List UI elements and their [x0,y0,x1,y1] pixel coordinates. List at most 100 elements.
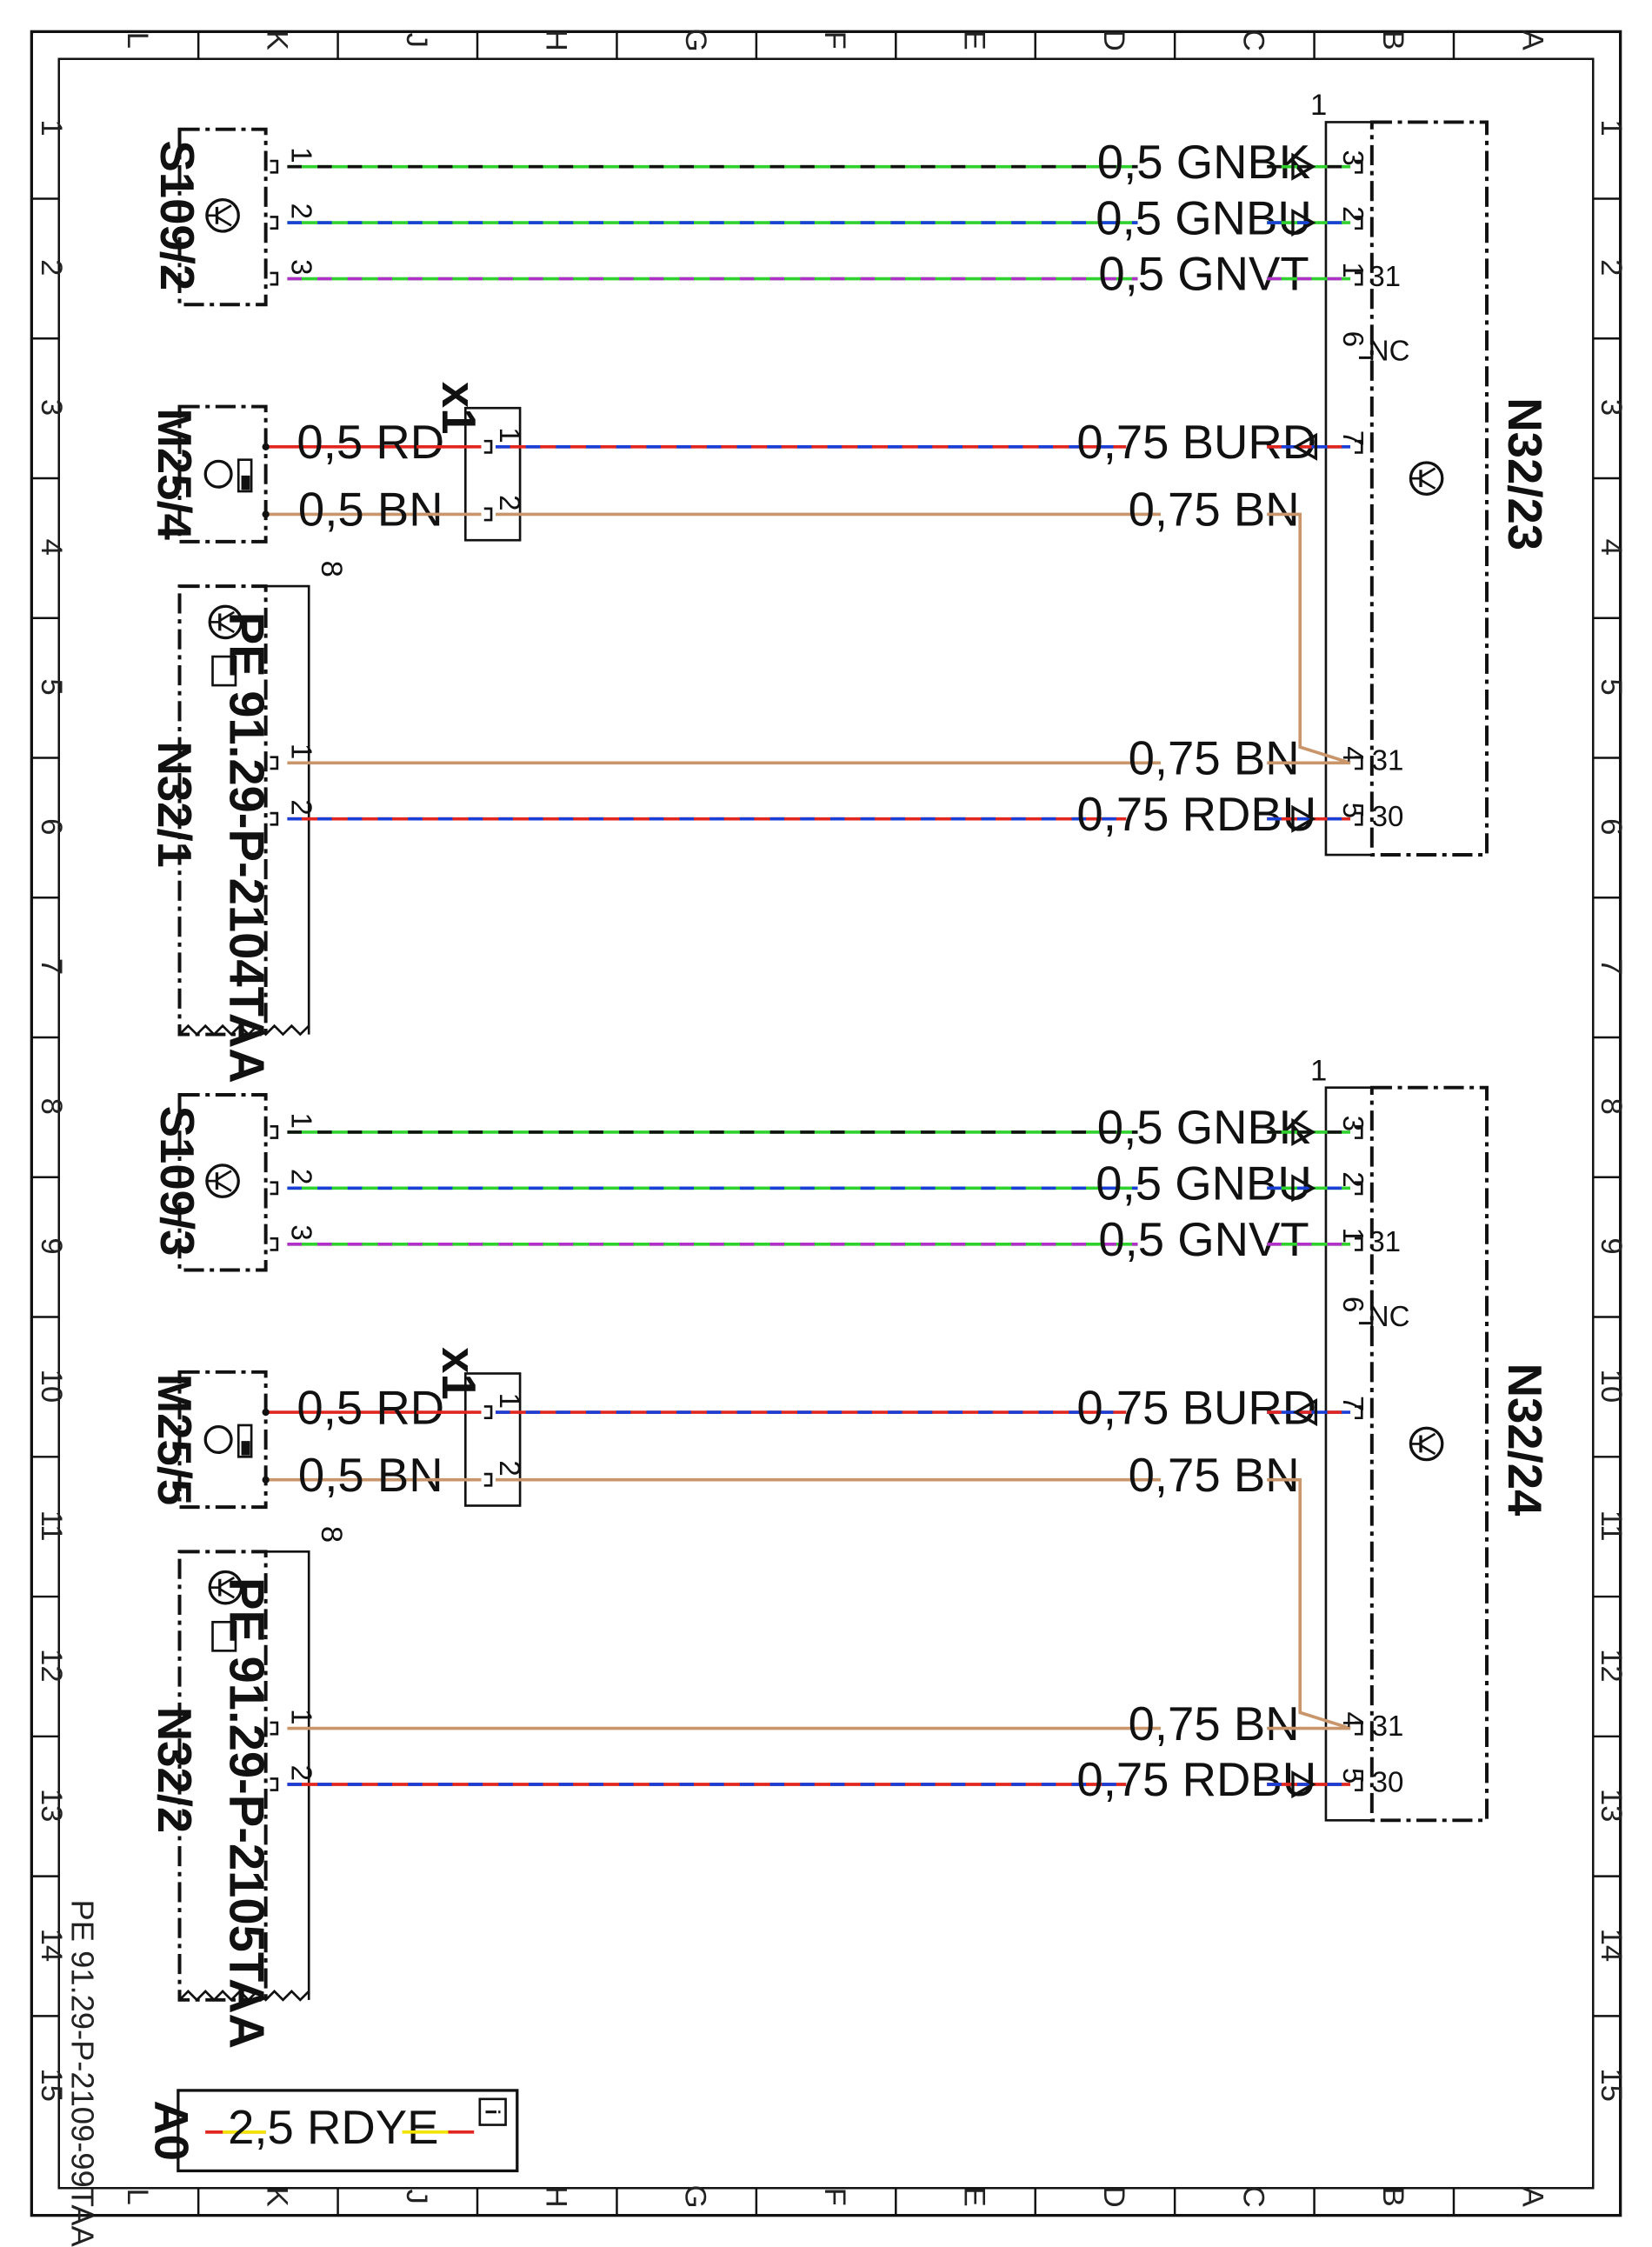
module-pin-tick [1355,1124,1363,1139]
grid-col-label-bottom: D [1097,2186,1130,2208]
module-pin-number: 4 [1336,1711,1369,1727]
grid-col-label-bottom: K [260,2187,293,2207]
wire-bn-label: 0,75 BN [1129,483,1300,537]
grid-col-label-bottom: E [958,2187,991,2207]
module-top-pin: 1 [1310,89,1327,122]
pointer-icon [211,1620,237,1652]
grid-col-label-top: L [121,32,154,49]
module-terminal: 31 [1372,745,1404,777]
seat-pin-tick [270,1721,279,1736]
grid-col-label-bottom: G [679,2185,712,2209]
inner-frame [57,57,1595,2190]
motor-pin-dot [262,1476,270,1484]
legend-box: A0 2,5 RDYE i [144,2089,519,2173]
grid-col-label-top: F [818,31,851,50]
wire-arrow [1291,152,1316,181]
module-pin-tick [1355,1237,1363,1251]
connector-x1 [463,406,522,542]
switch-pin-number: 3 [284,1224,316,1240]
switch-label: S109/2 [150,140,203,290]
module-top-pin: 1 [1310,1054,1327,1087]
grid-row-label-right: 7 [1595,958,1628,975]
grid-col-label-top: B [1376,30,1409,50]
module-label: N32/23 [1498,397,1551,550]
grid-row-label-right: 8 [1595,1098,1628,1115]
module-pin-number: 3 [1336,1116,1369,1131]
module-pin-tick [1355,271,1363,286]
grid-col-label-bottom: C [1236,2186,1269,2208]
wire-label: 0,5 GNBU [1096,191,1311,244]
grid-row-label-right: 3 [1595,399,1628,416]
grid-row-label-right: 1 [1595,119,1628,136]
grid-row-label-left: 12 [35,1649,68,1683]
grid-row-label-left: 7 [35,958,68,975]
module-pin-tick [1355,439,1363,454]
connector-pin-tick [483,507,493,522]
nc-pin-number: 6 [1336,1297,1369,1312]
legend-frame [177,2089,519,2173]
module-terminal: 31 [1369,1226,1401,1258]
switch-pin-number: 2 [284,203,316,219]
switch-pin-number: 3 [284,259,316,275]
switch-pin-tick [270,216,279,230]
legend-label: A0 [144,2100,197,2161]
wire-label: 0,5 GNVT [1098,248,1309,301]
switch-pin-tick [270,159,279,174]
grid-col-label-bottom: J [400,2190,433,2204]
seat-pin-tick [270,811,279,826]
module-pin-tick [1355,159,1363,174]
grid-row-label-left: 14 [35,1929,68,1963]
motor-wire-left-label: 0,5 RD [296,416,444,469]
grid-row-label-left: 8 [35,1098,68,1115]
module-pin-number: 2 [1336,206,1369,222]
wire-label: 0,5 GNBU [1096,1157,1311,1210]
motor-pin-dot [262,510,270,518]
module-pin-number: 7 [1336,430,1369,446]
grid-col-label-bottom: L [121,2189,154,2205]
wire-arrow [1292,1398,1318,1427]
legend-wire-label: 2,5 RDYE [228,2101,438,2154]
module-label: N32/24 [1498,1364,1551,1517]
wire-bn-tail [1267,512,1351,765]
grid-col-label-bottom: B [1376,2187,1409,2207]
nc-pin [1358,1310,1374,1325]
grid-row-label-right: 6 [1595,818,1628,835]
wire-bn-tail [1267,1477,1351,1730]
switch-pin-tick [270,271,279,286]
seat-unit-icon [208,604,243,640]
grid-row-label-left: 9 [35,1237,68,1254]
grid-row-label-right: 15 [1595,2068,1628,2102]
module-pin-tick [1355,811,1363,826]
wire-label: 0,5 GNBK [1097,1101,1310,1154]
module-icon [1409,461,1444,496]
grid-row-label-right: 5 [1595,678,1628,695]
seat-unit-ref: PE 91.29-P-2104TAA [219,612,274,1083]
module-terminal: 30 [1372,1766,1404,1798]
connector-pin-tick [483,1472,493,1487]
outer-frame [30,30,1622,2217]
grid-col-label-top: D [1097,30,1130,51]
info-icon: i [478,2097,507,2126]
seat-wire-label: 0,75 RDBU [1076,788,1316,841]
module-terminal: 31 [1372,1710,1404,1743]
motor-wire-left-label: 0,5 BN [298,1449,443,1502]
motor-switch-icon [236,1424,253,1458]
grid-row-label-right: 12 [1595,1649,1628,1683]
grid-col-label-bottom: A [1515,2187,1549,2208]
module-pin-number: 2 [1336,1171,1369,1187]
seat-pin-number: 1 [284,1709,316,1724]
grid-col-label-top: G [679,29,712,52]
wire-arrow [1291,1117,1316,1146]
seat-unit-icon [208,1570,243,1605]
grid-col-label-top: K [260,30,293,50]
wire-arrow [1291,804,1316,833]
module-pin-number: 5 [1336,1768,1369,1784]
motor-icon [203,1424,233,1455]
switch-pin-number: 2 [284,1169,316,1184]
switch-icon [205,1164,240,1198]
wire-arrow [1291,1770,1316,1799]
grid-row-label-right: 9 [1595,1237,1628,1254]
grid-col-label-top: J [400,33,433,48]
